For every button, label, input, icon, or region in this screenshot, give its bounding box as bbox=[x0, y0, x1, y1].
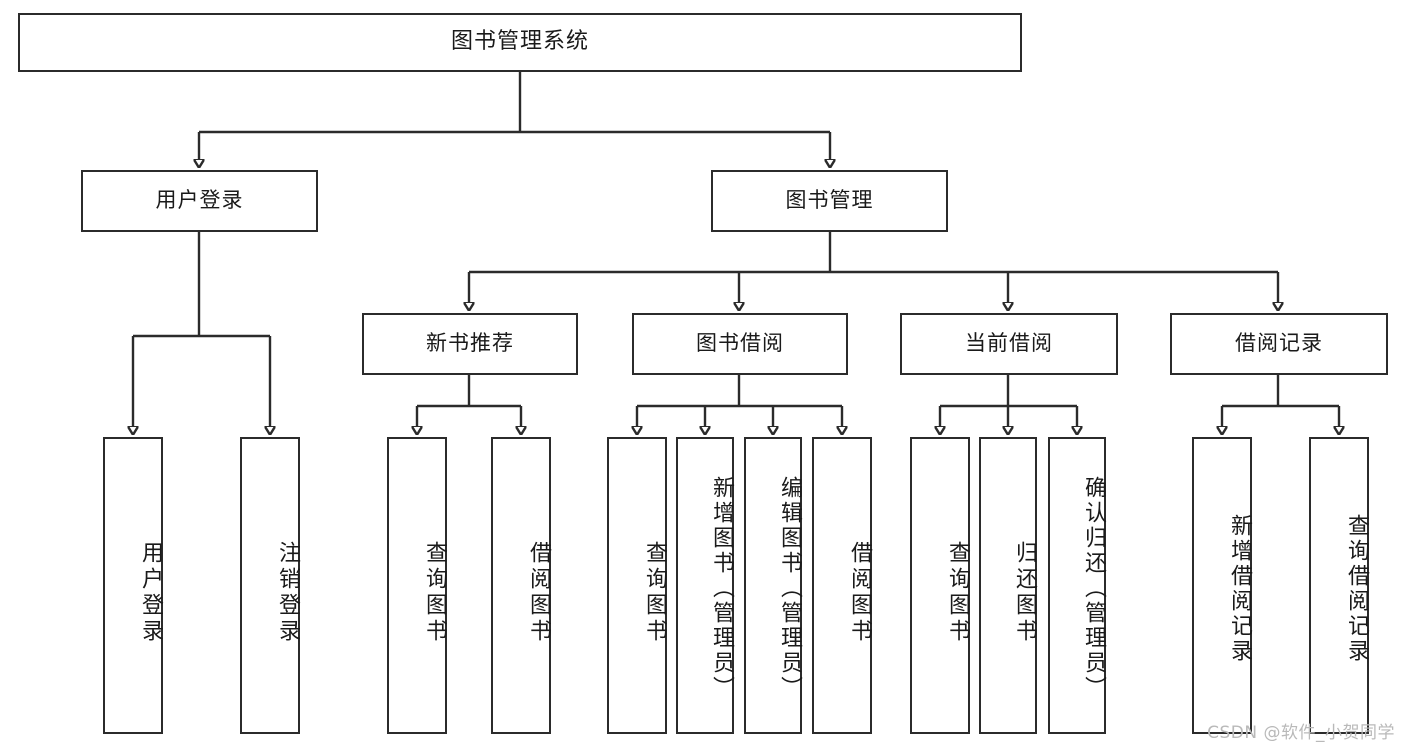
node-book-borrow[interactable]: 图书借阅 bbox=[632, 313, 848, 375]
csdn-watermark: CSDN @软件_小贺同学 bbox=[1207, 723, 1395, 743]
node-leaf-confirm-return[interactable]: 确认归还（管理员） bbox=[1048, 437, 1106, 734]
node-leaf-add-book[interactable]: 新增图书（管理员） bbox=[676, 437, 734, 734]
node-leaf-borrow-book-1[interactable]: 借阅图书 bbox=[491, 437, 551, 734]
node-leaf-add-borrow-record[interactable]: 新增借阅记录 bbox=[1192, 437, 1252, 734]
node-root-book-management-system[interactable]: 图书管理系统 bbox=[18, 13, 1022, 72]
node-book-management[interactable]: 图书管理 bbox=[711, 170, 948, 232]
node-leaf-return-book[interactable]: 归还图书 bbox=[979, 437, 1037, 734]
node-leaf-query-borrow-record[interactable]: 查询借阅记录 bbox=[1309, 437, 1369, 734]
node-current-borrow[interactable]: 当前借阅 bbox=[900, 313, 1118, 375]
node-leaf-edit-book[interactable]: 编辑图书（管理员） bbox=[744, 437, 802, 734]
node-leaf-query-book-1[interactable]: 查询图书 bbox=[387, 437, 447, 734]
node-leaf-logout-login[interactable]: 注销登录 bbox=[240, 437, 300, 734]
node-borrow-record[interactable]: 借阅记录 bbox=[1170, 313, 1388, 375]
node-leaf-user-login[interactable]: 用户登录 bbox=[103, 437, 163, 734]
node-leaf-borrow-book-2[interactable]: 借阅图书 bbox=[812, 437, 872, 734]
node-leaf-query-book-2[interactable]: 查询图书 bbox=[607, 437, 667, 734]
node-user-login[interactable]: 用户登录 bbox=[81, 170, 318, 232]
node-leaf-query-book-3[interactable]: 查询图书 bbox=[910, 437, 970, 734]
node-new-book-recommend[interactable]: 新书推荐 bbox=[362, 313, 578, 375]
